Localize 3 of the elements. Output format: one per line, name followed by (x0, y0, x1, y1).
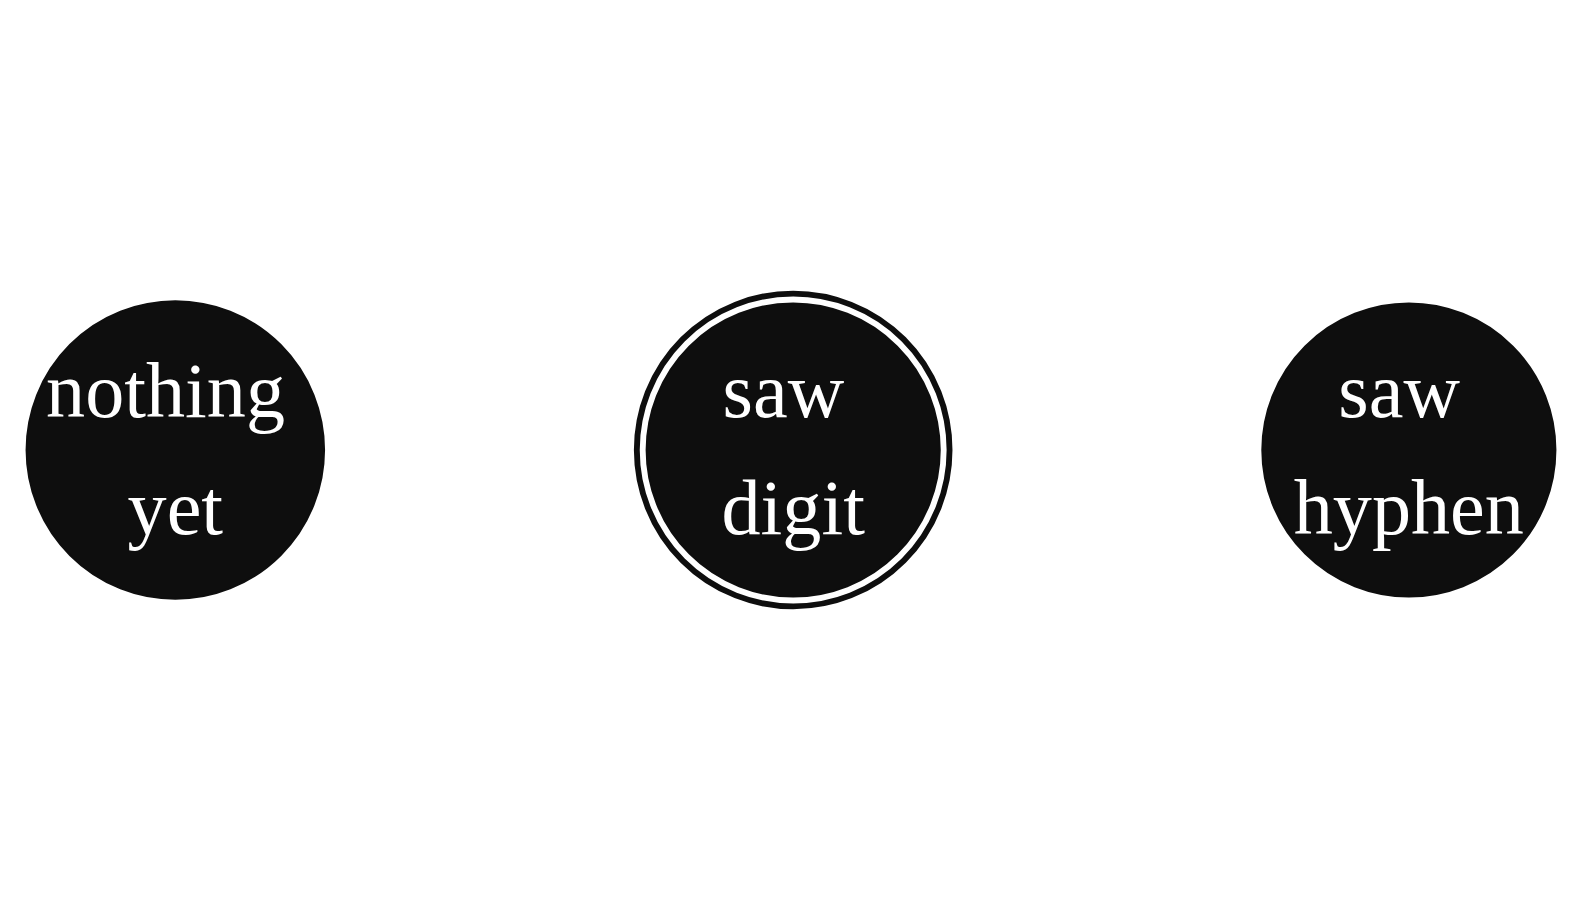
accepting-state-node: saw digit (633, 290, 953, 609)
state-node: saw hyphen (1261, 301, 1557, 598)
state-node: nothing yet (25, 299, 326, 600)
